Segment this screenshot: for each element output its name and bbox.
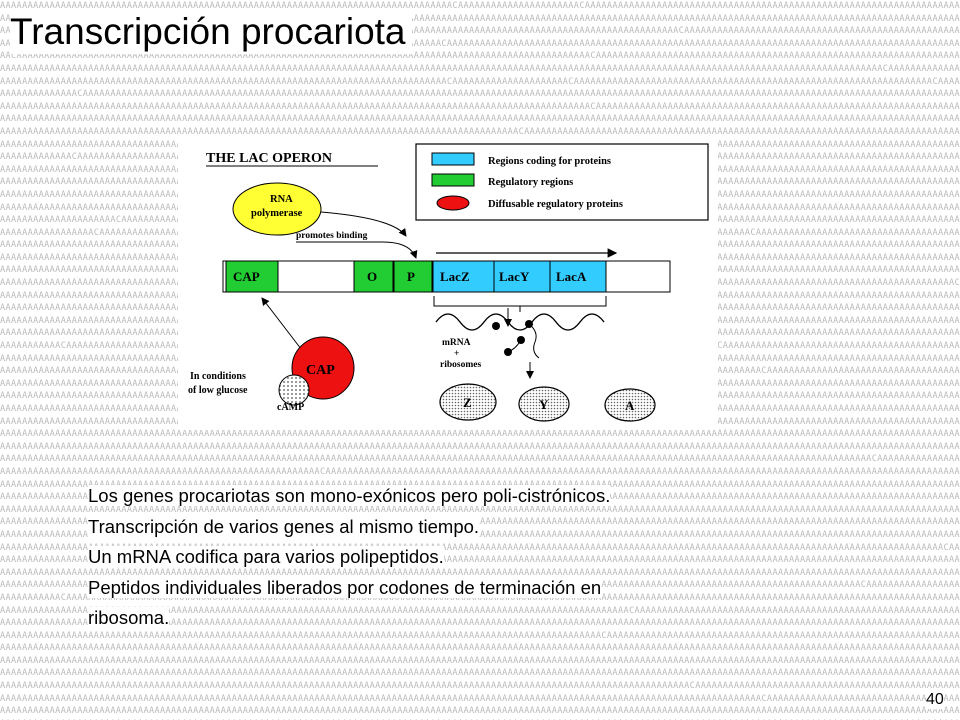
segment-laca-label: LacA xyxy=(556,269,587,284)
protein-a-label: A xyxy=(625,398,635,413)
camp-label: cAMP xyxy=(277,402,304,413)
protein-y-shape xyxy=(518,386,570,422)
mrna-label-3: ribosomes xyxy=(440,360,481,370)
segment-operator xyxy=(353,260,394,293)
lac-operon-diagram: THE LAC OPERON Regions coding for protei… xyxy=(178,140,718,430)
condition-label-2: of low glucose xyxy=(188,385,248,396)
protein-a-shape xyxy=(604,388,656,422)
mrna-label-1: mRNA xyxy=(442,338,471,348)
ribosome-1 xyxy=(492,322,500,330)
segment-promoter-label: P xyxy=(407,269,415,284)
legend-label-diffusable: Diffusable regulatory proteins xyxy=(488,199,623,210)
rna-polymerase-label-1: RNA xyxy=(270,194,293,205)
mrna-strand xyxy=(435,313,605,331)
legend-swatch-coding xyxy=(431,152,475,166)
rna-polymerase-label-2: polymerase xyxy=(251,208,303,219)
segment-cap xyxy=(225,260,279,293)
segment-lacz-label: LacZ xyxy=(440,269,470,284)
protein-y-label: Y xyxy=(539,397,549,412)
protein-z-shape xyxy=(439,383,497,421)
slide-title: Transcripción procariota xyxy=(10,10,412,54)
condition-label-1: In conditions xyxy=(190,371,246,382)
bullet-line-3: Un mRNA codifica para varios polipeptido… xyxy=(88,546,444,567)
protein-z-label: Z xyxy=(463,395,472,410)
cap-protein-label: CAP xyxy=(306,363,335,378)
polypeptide-2 xyxy=(528,323,540,359)
legend-swatch-regulatory xyxy=(431,173,475,187)
diagram-heading: THE LAC OPERON xyxy=(206,151,332,166)
bullet-line-1: Los genes procariotas son mono-exónicos … xyxy=(88,485,611,506)
polymerase-curve xyxy=(320,211,407,237)
segment-lacy-label: LacY xyxy=(499,269,530,284)
bullet-line-4: Peptidos individuales liberados por codo… xyxy=(88,576,602,598)
rna-polymerase-shape xyxy=(232,182,322,236)
legend-label-coding: Regions coding for proteins xyxy=(488,156,611,167)
mrna-label-2: + xyxy=(454,349,459,359)
bullet-list: Los genes procariotas son mono-exónicos … xyxy=(88,481,768,634)
bullet-line-5: ribosoma. xyxy=(88,607,170,628)
legend-label-regulatory: Regulatory regions xyxy=(488,177,573,188)
promotes-binding-arrow xyxy=(296,241,418,259)
coding-bracket xyxy=(433,296,607,312)
segment-cap-label: CAP xyxy=(233,269,260,284)
segment-promoter xyxy=(393,260,433,293)
bullet-line-2: Transcripción de varios genes al mismo t… xyxy=(88,515,480,537)
polypeptide-1 xyxy=(506,339,522,353)
page-number: 40 xyxy=(926,691,944,709)
promotes-binding-label: promotes binding xyxy=(296,231,368,241)
segment-operator-label: O xyxy=(367,269,377,284)
legend-swatch-diffusable xyxy=(436,195,470,211)
segment-laca xyxy=(549,260,607,293)
segment-lacy xyxy=(493,260,551,293)
camp-shape xyxy=(278,374,310,406)
